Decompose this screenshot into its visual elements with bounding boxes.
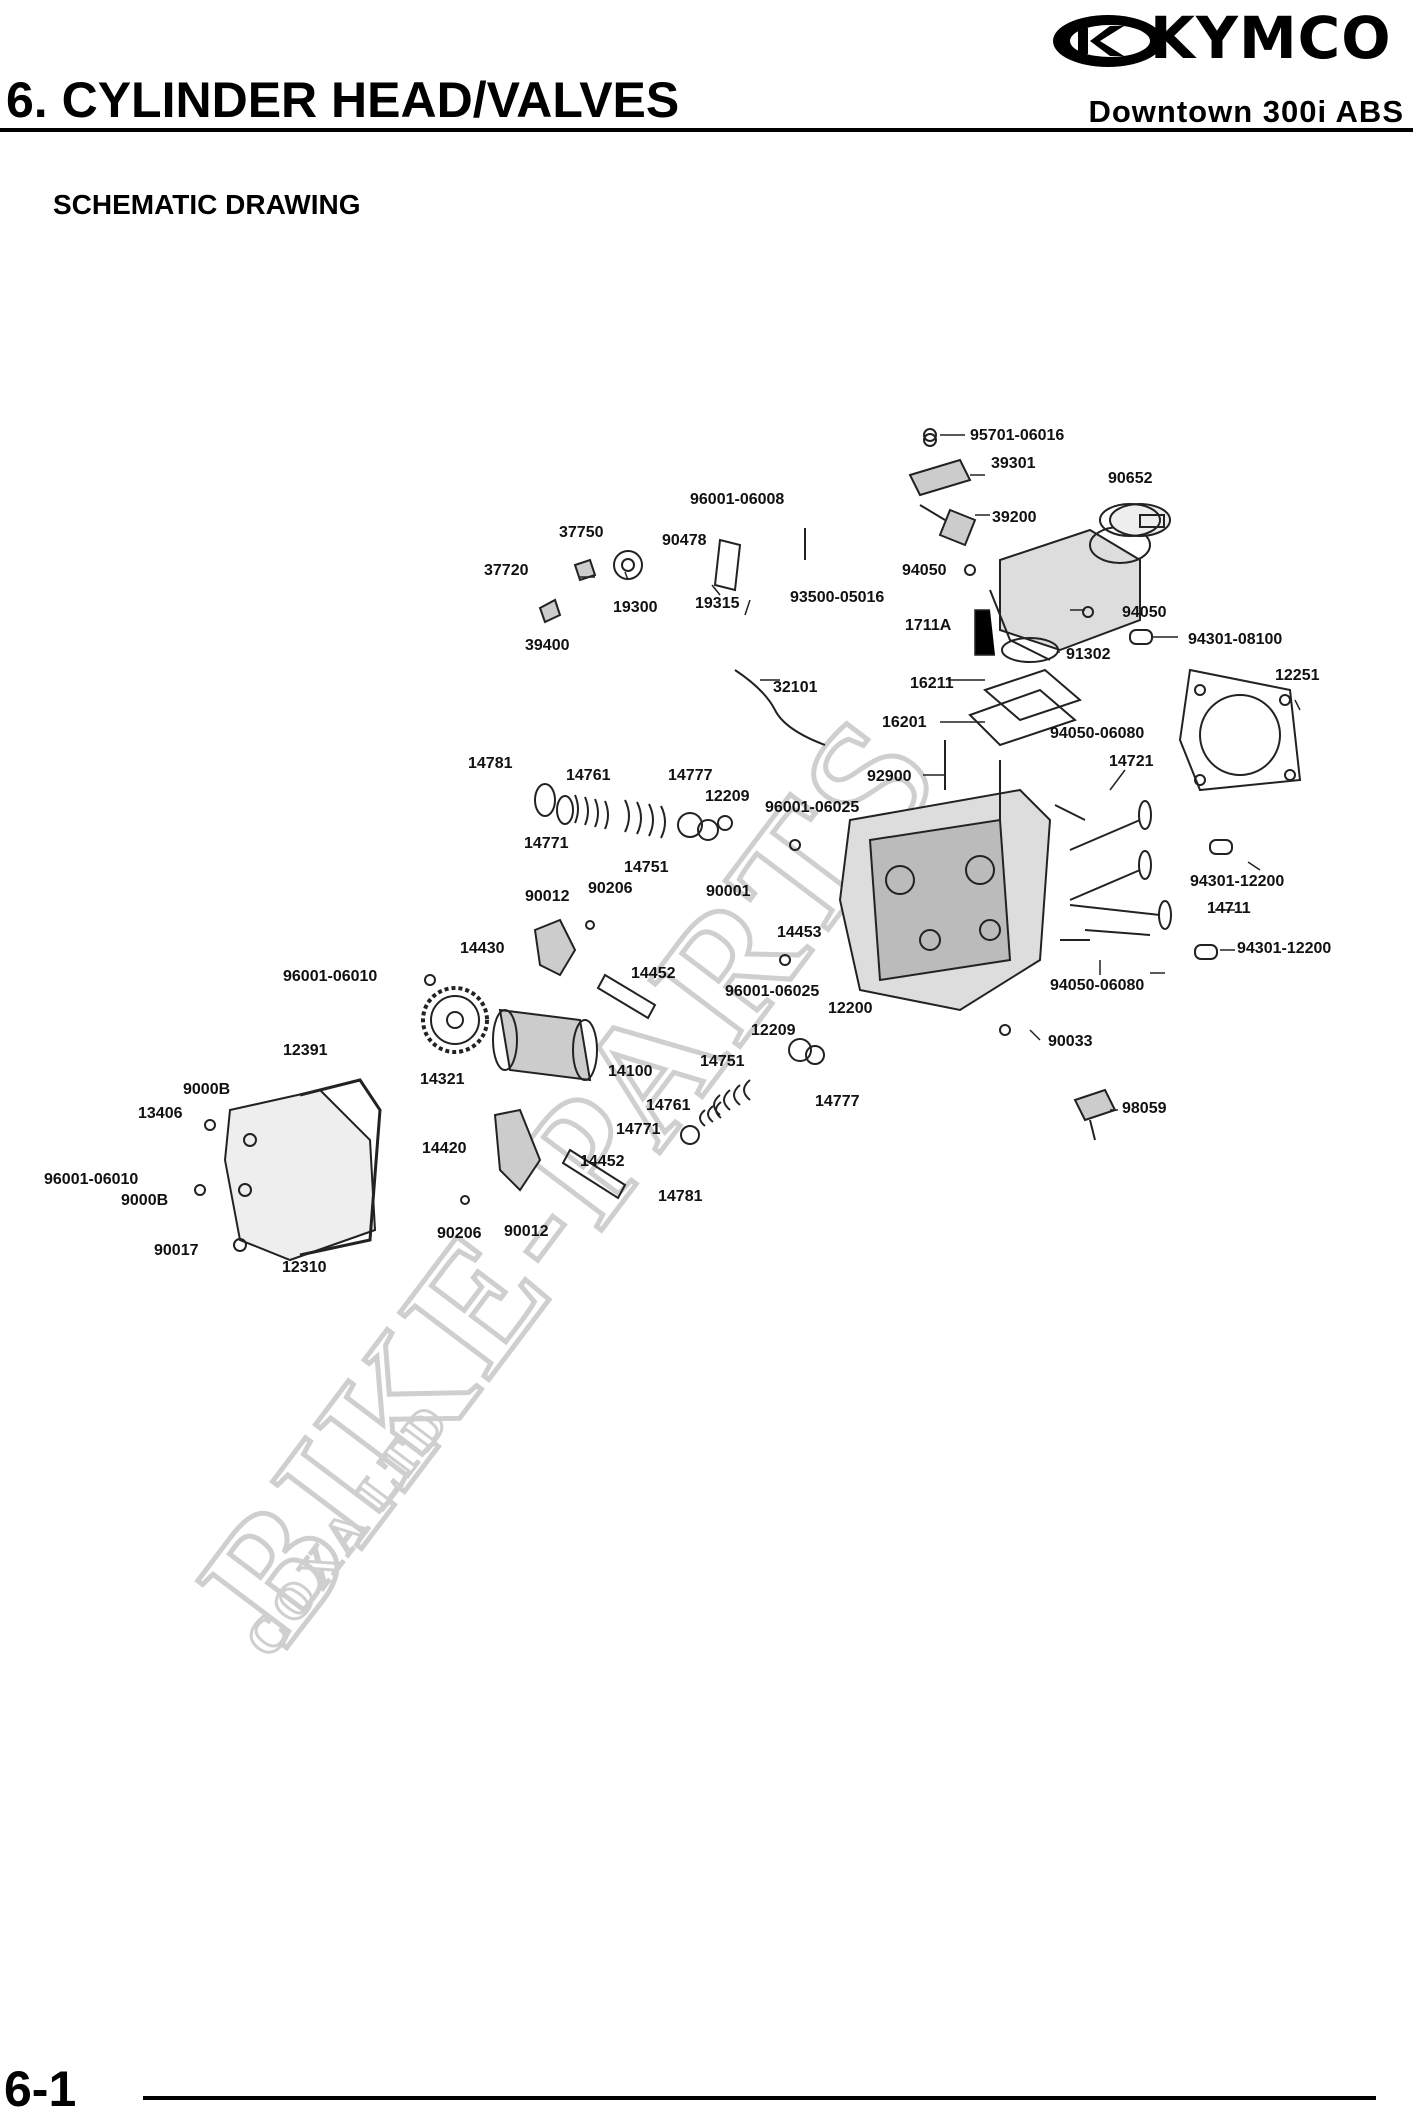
part-label: 90206 — [588, 880, 633, 897]
part-label: 12209 — [705, 788, 750, 805]
part-label: 14721 — [1109, 753, 1154, 770]
part-label: 96001-06010 — [283, 968, 377, 985]
part-label: 14100 — [608, 1063, 653, 1080]
part-label: 96001-06008 — [690, 491, 784, 508]
part-label: 14771 — [616, 1121, 661, 1138]
part-label: 39400 — [525, 637, 570, 654]
part-label: 14781 — [468, 755, 513, 772]
gasket-ring-icon — [968, 637, 1082, 747]
part-label: 98059 — [1122, 1100, 1167, 1117]
model-name: Downtown 300i ABS — [1088, 94, 1404, 129]
part-label: 94050 — [902, 562, 947, 579]
stud-bolts-icon — [944, 740, 1090, 941]
part-label: 39301 — [991, 455, 1036, 472]
part-label: 12251 — [1275, 667, 1320, 684]
camshaft-icon — [492, 1008, 598, 1082]
part-label: 12209 — [751, 1022, 796, 1039]
part-label: 14751 — [624, 859, 669, 876]
part-label: 16201 — [882, 714, 927, 731]
part-label: 14321 — [420, 1071, 465, 1088]
leader-lines — [580, 434, 1301, 1111]
cam-chain-tensioner-icon — [613, 528, 806, 592]
part-label: 14452 — [631, 965, 676, 982]
part-label: 90012 — [504, 1223, 549, 1240]
part-label: 14761 — [646, 1097, 691, 1114]
part-label: 90206 — [437, 1225, 482, 1242]
part-label: 12310 — [282, 1259, 327, 1276]
part-label: 37720 — [484, 562, 529, 579]
part-label: 14453 — [777, 924, 822, 941]
rocker-arm-icon — [493, 918, 577, 1192]
part-label: 14452 — [580, 1153, 625, 1170]
part-label: 14430 — [460, 940, 505, 957]
rocker-shaft-icon — [561, 973, 657, 1200]
part-label: 9000B — [121, 1192, 168, 1209]
part-label: 14711 — [1207, 900, 1251, 917]
part-label: 96001-06025 — [725, 983, 819, 1000]
valves-icon — [1069, 800, 1172, 936]
clamp-icon — [1099, 503, 1165, 537]
part-label: 92900 — [867, 768, 912, 785]
injector-icon — [919, 504, 977, 547]
part-label: 90012 — [525, 888, 570, 905]
part-label: 90652 — [1108, 470, 1153, 487]
brand-name: KYMCO — [1150, 4, 1392, 72]
header-divider — [0, 128, 1413, 132]
cylinder-head-cover-icon — [223, 1078, 382, 1262]
part-label: 94050 — [1122, 604, 1167, 621]
chapter-title: 6. CYLINDER HEAD/VALVES — [6, 72, 680, 128]
part-label: 14781 — [658, 1188, 703, 1205]
part-label: 9000B — [183, 1081, 230, 1098]
cam-sprocket-icon — [421, 986, 489, 1054]
part-label: 90017 — [154, 1242, 199, 1259]
footer-divider — [143, 2096, 1376, 2100]
part-label: 37750 — [559, 524, 604, 541]
part-label: 94301-12200 — [1190, 873, 1284, 890]
part-label: 94050-06080 — [1050, 725, 1144, 742]
part-label: 90033 — [1048, 1033, 1093, 1050]
sensor-icon — [908, 433, 972, 497]
part-label: 96001-06025 — [765, 799, 859, 816]
part-label: 1711A — [905, 617, 952, 634]
part-label: 14761 — [566, 767, 611, 784]
bolts-icon — [194, 428, 1094, 1252]
head-gasket-icon — [1178, 668, 1302, 792]
part-label: 19315 — [695, 595, 740, 612]
part-label: 39200 — [992, 509, 1037, 526]
part-label: 14777 — [815, 1093, 860, 1110]
section-title: SCHEMATIC DRAWING — [53, 189, 361, 220]
part-label: 94301-08100 — [1188, 631, 1282, 648]
valve-springs-icon — [534, 783, 733, 841]
parts-illustrations — [194, 428, 1302, 1262]
cylinder-head-icon — [838, 788, 1052, 1012]
part-label: 94301-12200 — [1237, 940, 1331, 957]
part-label: 14751 — [700, 1053, 745, 1070]
part-label: 19300 — [613, 599, 658, 616]
part-label: 13406 — [138, 1105, 183, 1122]
valve-springs-lower-icon — [680, 1038, 825, 1145]
part-labels: 95701-06016 39301 90652 96001-06008 3920… — [44, 427, 1331, 1276]
part-label: 16211 — [910, 675, 954, 692]
part-label: 14777 — [668, 767, 713, 784]
part-label: 12391 — [283, 1042, 328, 1059]
part-label: 93500-05016 — [790, 589, 884, 606]
o2-sensor-wire-icon — [734, 669, 826, 746]
part-label: 12200 — [828, 1000, 873, 1017]
temperature-sensor-icon — [538, 558, 597, 624]
kymco-logo-icon — [1053, 15, 1163, 67]
part-label: 96001-06010 — [44, 1171, 138, 1188]
spark-plug-icon — [1073, 1088, 1117, 1141]
part-label: 94050-06080 — [1050, 977, 1144, 994]
part-label: 91302 — [1066, 646, 1111, 663]
part-label: 95701-06016 — [970, 427, 1064, 444]
part-label: 90001 — [706, 883, 751, 900]
part-label: 14420 — [422, 1140, 467, 1157]
page-number: 6-1 — [4, 2061, 77, 2117]
part-label: 90478 — [662, 532, 707, 549]
part-label: 14771 — [524, 835, 569, 852]
part-label: 32101 — [773, 679, 818, 696]
